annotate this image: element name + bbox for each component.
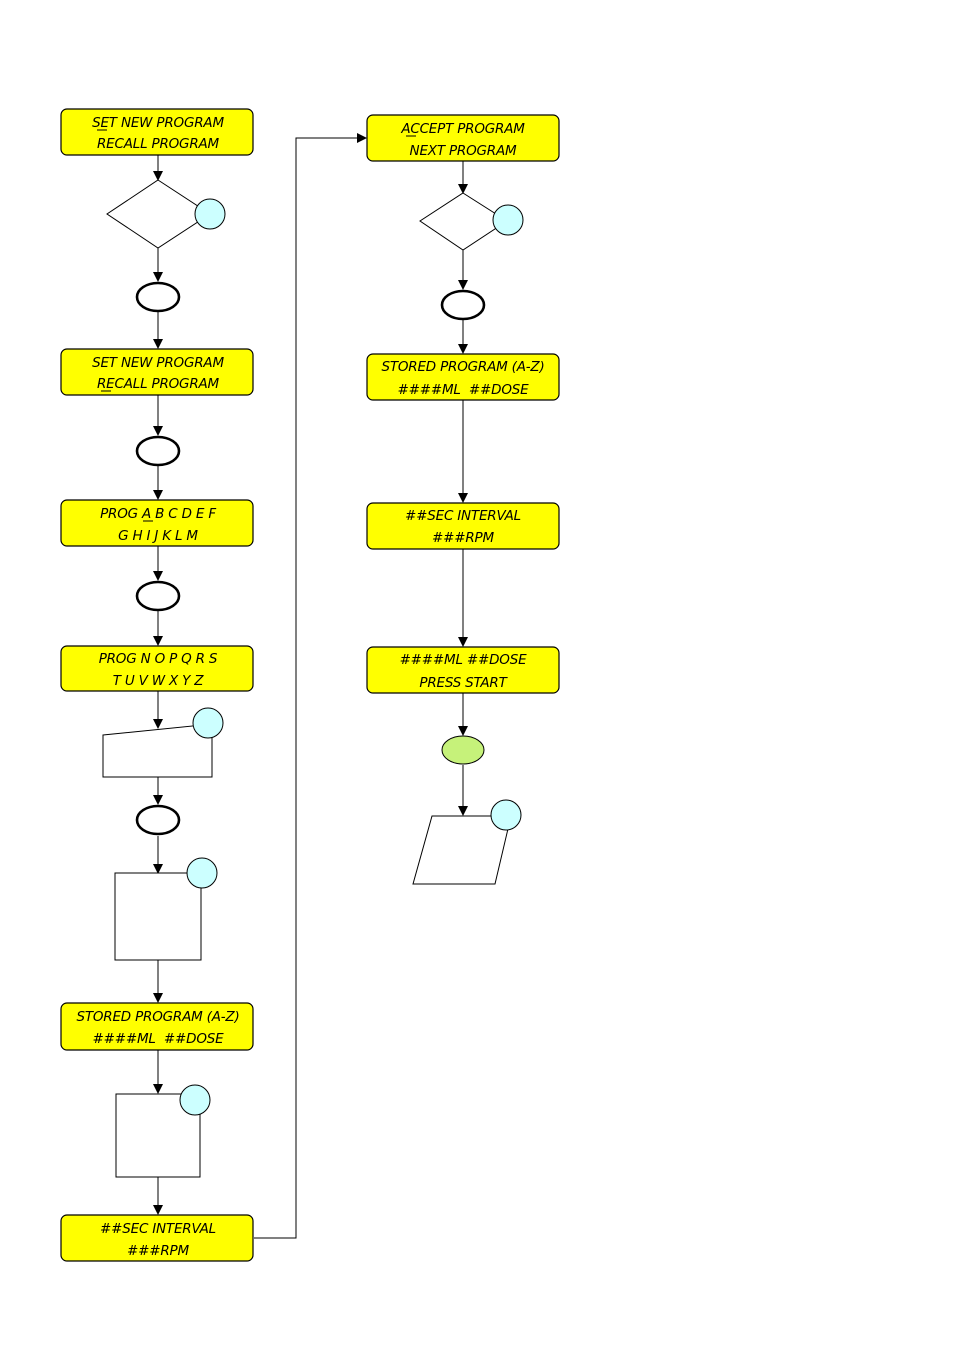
lcd-box-stored-program-2: STORED PROGRAM (A-Z) ####ML ##DOSE xyxy=(366,353,560,401)
lcd-line-2: RECALL PROGRAM xyxy=(97,376,220,392)
lcd-box-prog-n-z: PROG N O P Q R S T U V W X Y Z xyxy=(60,645,254,692)
lcd-line-2: RECALL PROGRAM xyxy=(97,136,220,152)
manual-input-shape xyxy=(102,723,213,778)
connectors-left xyxy=(153,133,367,1239)
lcd-line-2: G H I J K L M xyxy=(118,528,198,544)
annotation-bubble xyxy=(179,1084,211,1116)
lcd-line-2: ####ML ##DOSE xyxy=(93,1031,225,1047)
lcd-line-1: SET NEW PROGRAM xyxy=(92,115,224,131)
lcd-line-1: ##SEC INTERVAL xyxy=(405,508,521,524)
lcd-line-1: ####ML ##DOSE xyxy=(400,652,528,668)
lcd-box-set-new-program-1: SET NEW PROGRAM RECALL PROGRAM xyxy=(60,108,254,156)
annotation-bubble xyxy=(192,707,224,739)
lcd-box-stored-program-1: STORED PROGRAM (A-Z) ####ML ##DOSE xyxy=(60,1002,254,1051)
lcd-box-accept-program: ACCEPT PROGRAM NEXT PROGRAM xyxy=(366,114,560,162)
lcd-line-1: SET NEW PROGRAM xyxy=(92,355,224,371)
annotation-bubble xyxy=(186,857,218,889)
lcd-line-2: ###RPM xyxy=(432,530,494,546)
process-box xyxy=(115,1093,201,1178)
lcd-line-1: STORED PROGRAM (A-Z) xyxy=(381,359,544,375)
annotation-bubble xyxy=(194,198,226,230)
data-parallelogram xyxy=(412,815,512,885)
connector-to-right-column xyxy=(254,133,367,1239)
annotation-bubble xyxy=(492,204,524,236)
lcd-box-ml-dose-start: ####ML ##DOSE PRESS START xyxy=(366,646,560,694)
terminal-oval xyxy=(440,289,486,321)
lcd-line-2: ####ML ##DOSE xyxy=(398,382,530,398)
lcd-line-1: ##SEC INTERVAL xyxy=(100,1221,216,1237)
terminal-oval xyxy=(135,580,181,612)
decision-diamond xyxy=(419,192,508,251)
lcd-line-2: PRESS START xyxy=(419,675,508,691)
terminal-oval xyxy=(135,435,181,467)
lcd-line-2: NEXT PROGRAM xyxy=(410,143,517,159)
lcd-line-2: T U V W X Y Z xyxy=(113,673,205,689)
lcd-line-1: PROG A B C D E F xyxy=(100,506,216,522)
lcd-line-1: ACCEPT PROGRAM xyxy=(400,121,525,137)
terminal-oval xyxy=(135,281,181,313)
lcd-box-prog-a-m: PROG A B C D E F G H I J K L M xyxy=(60,499,254,547)
lcd-line-2: ###RPM xyxy=(127,1243,189,1259)
start-oval xyxy=(441,735,485,765)
lcd-box-sec-interval-1: ##SEC INTERVAL ###RPM xyxy=(60,1214,254,1262)
lcd-box-sec-interval-2: ##SEC INTERVAL ###RPM xyxy=(366,502,560,550)
terminal-oval xyxy=(135,804,181,836)
lcd-line-1: STORED PROGRAM (A-Z) xyxy=(76,1009,239,1025)
decision-diamond xyxy=(106,179,211,249)
lcd-box-set-new-program-2: SET NEW PROGRAM RECALL PROGRAM xyxy=(60,348,254,396)
lcd-line-1: PROG N O P Q R S xyxy=(99,651,218,667)
process-box xyxy=(114,872,202,961)
annotation-bubble xyxy=(490,799,522,831)
